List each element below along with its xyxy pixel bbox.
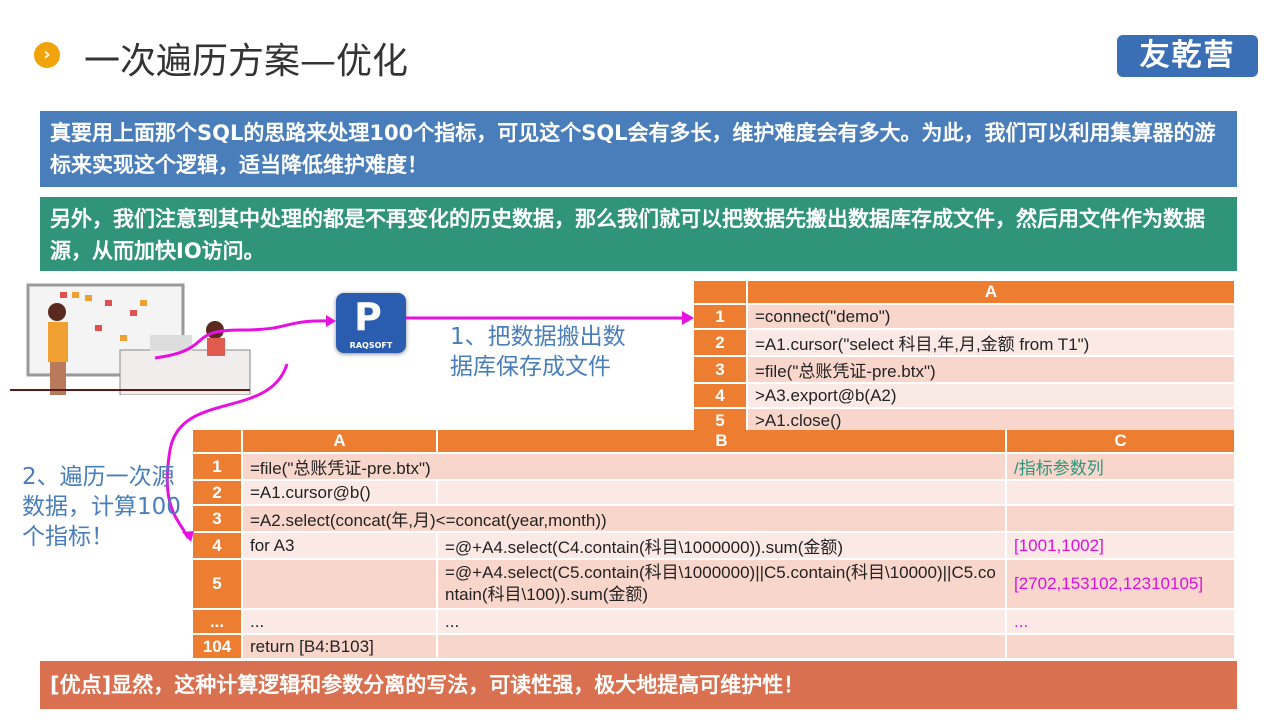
row-number: 104 bbox=[193, 635, 243, 658]
table-row: 1=file("总账凭证-pre.btx")/指标参数列 bbox=[193, 454, 1236, 479]
table-row: 2=A1.cursor@b() bbox=[193, 481, 1236, 504]
logo-text: RAQSOFT bbox=[349, 341, 393, 350]
table-row: 5 =@+A4.select(C5.contain(科目\1000000)||C5… bbox=[193, 560, 1236, 608]
row-number: ... bbox=[193, 610, 243, 633]
step1-label: 1、把数据搬出数据库保存成文件 bbox=[450, 324, 626, 380]
cell[interactable]: =connect("demo") bbox=[748, 305, 1236, 328]
row-number: 5 bbox=[193, 560, 243, 608]
corner-header bbox=[694, 281, 748, 303]
row-number: 4 bbox=[193, 533, 243, 558]
team-illustration bbox=[10, 283, 251, 395]
note-blue: 真要用上面那个SQL的思路来处理100个指标，可见这个SQL会有多长，维护难度会… bbox=[40, 111, 1237, 187]
table-row: 5>A1.close() bbox=[694, 409, 1236, 432]
arrow-to-raqsoft bbox=[154, 319, 331, 360]
cell-b[interactable]: ... bbox=[438, 610, 1007, 633]
table-row: 2=A1.cursor("select 科目,年,月,金额 from T1") bbox=[694, 330, 1236, 355]
cell-c[interactable]: ... bbox=[1007, 610, 1236, 633]
cell-c[interactable] bbox=[1007, 506, 1236, 531]
table-row: 3=file("总账凭证-pre.btx") bbox=[694, 357, 1236, 382]
note-green: 另外，我们注意到其中处理的都是不再变化的历史数据，那么我们就可以把数据先搬出数据… bbox=[40, 197, 1237, 271]
row-number: 2 bbox=[193, 481, 243, 504]
row-number: 3 bbox=[694, 357, 748, 382]
cell-b[interactable]: =@+A4.select(C4.contain(科目\1000000)).sum… bbox=[438, 533, 1007, 558]
cell-c[interactable]: [2702,153102,12310105] bbox=[1007, 560, 1236, 608]
cell-b[interactable] bbox=[438, 481, 1007, 504]
cell-a[interactable]: =A1.cursor@b() bbox=[243, 481, 438, 504]
cell-a[interactable]: return [B4:B103] bbox=[243, 635, 438, 658]
table-row: 4>A3.export@b(A2) bbox=[694, 384, 1236, 407]
cell[interactable]: >A3.export@b(A2) bbox=[748, 384, 1236, 407]
row-number: 2 bbox=[694, 330, 748, 355]
cell[interactable]: =file("总账凭证-pre.btx") bbox=[748, 357, 1236, 382]
col-header-b: B bbox=[438, 430, 1007, 452]
col-header-c: C bbox=[1007, 430, 1236, 452]
export-script-table: A 1=connect("demo") 2=A1.cursor("select … bbox=[694, 279, 1236, 434]
note-advantage: [优点]显然，这种计算逻辑和参数分离的写法，可读性强，极大地提高可维护性！ bbox=[40, 661, 1237, 709]
chevron-right-icon: › bbox=[34, 42, 60, 68]
cell[interactable]: >A1.close() bbox=[748, 409, 1236, 432]
row-number: 4 bbox=[694, 384, 748, 407]
col-header-a: A bbox=[243, 430, 438, 452]
cell-b[interactable] bbox=[438, 635, 1007, 658]
row-number: 1 bbox=[694, 305, 748, 328]
table-row: 3=A2.select(concat(年,月)<=concat(year,mon… bbox=[193, 506, 1236, 531]
cell-a[interactable]: ... bbox=[243, 610, 438, 633]
arrow-to-table2 bbox=[165, 363, 289, 539]
corner-header bbox=[193, 430, 243, 452]
table-row: 1=connect("demo") bbox=[694, 305, 1236, 328]
row-number: 3 bbox=[193, 506, 243, 531]
col-header-a: A bbox=[748, 281, 1236, 303]
logo-letter: P bbox=[354, 295, 382, 339]
cell-a[interactable]: =file("总账凭证-pre.btx") bbox=[243, 454, 1007, 479]
cell-a[interactable]: for A3 bbox=[243, 533, 438, 558]
cell-a[interactable]: =A2.select(concat(年,月)<=concat(year,mont… bbox=[243, 506, 1007, 531]
brand-logo: 友乾营 bbox=[1117, 35, 1258, 77]
cell-c[interactable] bbox=[1007, 481, 1236, 504]
cell-a[interactable] bbox=[243, 560, 438, 608]
row-number: 5 bbox=[694, 409, 748, 432]
row-number: 1 bbox=[193, 454, 243, 479]
cell-c[interactable] bbox=[1007, 635, 1236, 658]
raqsoft-logo-icon: P RAQSOFT bbox=[336, 293, 406, 353]
cell-c[interactable]: [1001,1002] bbox=[1007, 533, 1236, 558]
step2-label: 2、遍历一次源数据，计算100个指标！ bbox=[22, 464, 181, 550]
table-row: ............ bbox=[193, 610, 1236, 633]
cell-c[interactable]: /指标参数列 bbox=[1007, 454, 1236, 479]
cell[interactable]: =A1.cursor("select 科目,年,月,金额 from T1") bbox=[748, 330, 1236, 355]
cell-b[interactable]: =@+A4.select(C5.contain(科目\1000000)||C5.… bbox=[438, 560, 1007, 608]
page-title: 一次遍历方案—优化 bbox=[84, 41, 409, 82]
